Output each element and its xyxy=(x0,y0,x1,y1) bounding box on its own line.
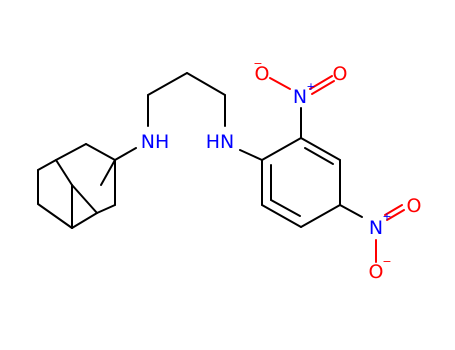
bond xyxy=(270,199,301,217)
nitro-bottom-oxygen-below: O xyxy=(369,261,384,283)
bond xyxy=(261,137,302,161)
nitro-top-oxygen-right: O xyxy=(333,63,348,85)
bond xyxy=(186,72,226,96)
bond xyxy=(239,149,263,161)
bond xyxy=(37,159,57,171)
bond xyxy=(147,72,188,96)
bond xyxy=(384,204,403,216)
bond xyxy=(269,77,291,90)
nitro-bottom-charge-plus: + xyxy=(382,210,391,223)
bond xyxy=(96,204,116,214)
bond xyxy=(71,184,98,214)
bond xyxy=(300,204,341,228)
bond xyxy=(114,147,137,161)
bond xyxy=(339,204,363,218)
nitro-top-charge-minus: − xyxy=(253,57,262,70)
bond xyxy=(37,203,73,229)
nitro-top-charge-plus: + xyxy=(306,80,315,93)
bond xyxy=(261,204,302,228)
nitro-bottom-oxygen-right: O xyxy=(407,195,422,217)
bond xyxy=(55,159,73,186)
nitro-top-oxygen-left: O xyxy=(255,63,270,85)
nitro-bottom-charge-minus: − xyxy=(382,255,391,268)
adamantane-cage xyxy=(37,143,116,229)
bond xyxy=(85,143,116,161)
bond xyxy=(304,147,334,165)
propyl-linker xyxy=(114,72,226,161)
benzene-ring xyxy=(239,137,341,228)
bond xyxy=(100,159,116,186)
bond xyxy=(309,75,333,90)
bond xyxy=(71,212,98,229)
nitro-bonds xyxy=(269,75,405,263)
bond xyxy=(300,137,341,161)
bond xyxy=(311,80,335,95)
nitro-top-nitrogen: N xyxy=(293,86,307,108)
bond xyxy=(386,209,405,221)
nh-right-label: HN xyxy=(206,131,235,153)
bond xyxy=(55,143,87,161)
nitro-bottom-nitrogen: N xyxy=(369,217,383,239)
nh-left-label: NH xyxy=(141,131,170,153)
